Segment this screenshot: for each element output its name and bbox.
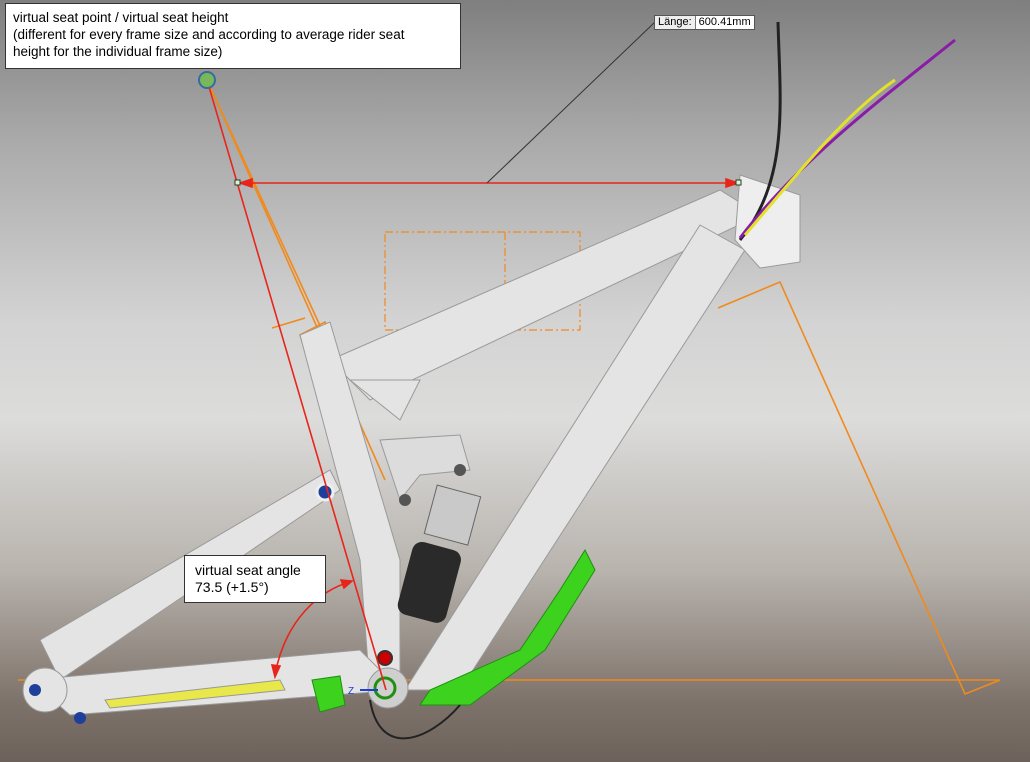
seat-point-detail-2: height for the individual frame size) bbox=[13, 44, 223, 59]
bike-frame bbox=[22, 174, 801, 716]
virtual-seat-point-note: virtual seat point / virtual seat height… bbox=[5, 3, 461, 69]
seat-angle-title: virtual seat angle bbox=[195, 562, 301, 578]
cables bbox=[369, 21, 956, 740]
svg-text:Z: Z bbox=[348, 686, 354, 697]
seat-angle-value: 73.5 (+1.5°) bbox=[195, 579, 269, 595]
virtual-seat-angle-note: virtual seat angle 73.5 (+1.5°) bbox=[184, 555, 326, 603]
dimension-leader bbox=[486, 21, 656, 184]
seat-point-detail-1: (different for every frame size and acco… bbox=[13, 27, 405, 42]
length-label: Länge: bbox=[658, 16, 692, 28]
length-value: 600.41mm bbox=[694, 16, 754, 29]
chainstay-protector bbox=[104, 679, 286, 709]
virtual-seat-point[interactable] bbox=[198, 71, 216, 89]
axis-triad: Z bbox=[348, 686, 378, 697]
dimension-handle-left[interactable] bbox=[234, 179, 241, 186]
rear-shock bbox=[397, 484, 482, 623]
pivot-bolts bbox=[29, 464, 466, 724]
seat-point-title: virtual seat point / virtual seat height bbox=[13, 10, 229, 25]
length-dimension-label[interactable]: Länge: 600.41mm bbox=[654, 15, 755, 30]
dimension-handle-right[interactable] bbox=[735, 179, 742, 186]
frame-guards bbox=[311, 548, 596, 713]
